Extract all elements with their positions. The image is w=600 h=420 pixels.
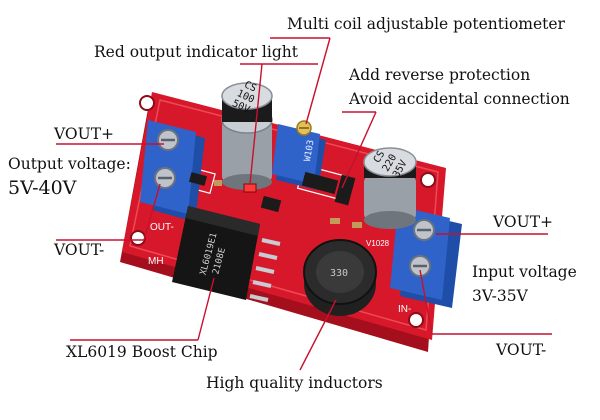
label-inductors: High quality inductors <box>206 374 383 392</box>
label-potentiometer: Multi coil adjustable potentiometer <box>287 15 565 33</box>
label-output-voltage: Output voltage: <box>8 155 131 173</box>
capacitor-left: CS 100 50V <box>221 79 273 190</box>
leader-chip-rise <box>197 277 215 341</box>
label-input-voltage-range: 3V-35V <box>472 287 528 305</box>
indicator-led <box>243 183 257 193</box>
silk-out-label: OUT- <box>150 222 174 233</box>
smd-components <box>188 171 362 228</box>
leader-potentiometer-drop <box>305 37 331 125</box>
label-vout-minus-right: VOUT- <box>496 341 547 359</box>
inductor-marking: 330 <box>330 268 348 279</box>
boost-chip: XL6019E1 2108E <box>172 206 281 302</box>
leader-vout-minus-left-rise <box>143 183 161 241</box>
label-output-voltage-range: 5V-40V <box>8 177 77 199</box>
leader-lines <box>56 37 552 371</box>
label-vout-minus-left: VOUT- <box>54 241 105 259</box>
leader-protection-drop <box>341 111 377 189</box>
label-reverse-protection: Add reverse protection <box>349 66 531 84</box>
label-vout-plus-right: VOUT+ <box>493 213 554 231</box>
cap-right-text-1: CS <box>372 149 388 165</box>
potentiometer: W103 <box>272 120 326 190</box>
silk-mh-label: MH <box>148 256 164 267</box>
label-vout-plus-left: VOUT+ <box>54 125 115 143</box>
leader-vout-minus-right-rise <box>419 269 433 335</box>
silk-rev-label: V1028 <box>366 239 390 248</box>
pot-marking: W103 <box>303 139 317 162</box>
cap-left-text-1: CS <box>242 79 258 94</box>
inductor: 330 <box>303 239 377 316</box>
label-boost-chip: XL6019 Boost Chip <box>66 343 218 361</box>
capacitor-right: CS 220 35V <box>363 147 417 229</box>
leader-inductor <box>299 299 337 371</box>
leader-indicator-drop <box>249 63 263 185</box>
label-avoid-connection: Avoid accidental connection <box>349 90 570 108</box>
terminal-block-right <box>390 206 462 308</box>
label-input-voltage: Input voltage <box>472 263 577 281</box>
label-indicator-light: Red output indicator light <box>94 43 298 61</box>
silk-in-label: IN- <box>398 304 411 315</box>
